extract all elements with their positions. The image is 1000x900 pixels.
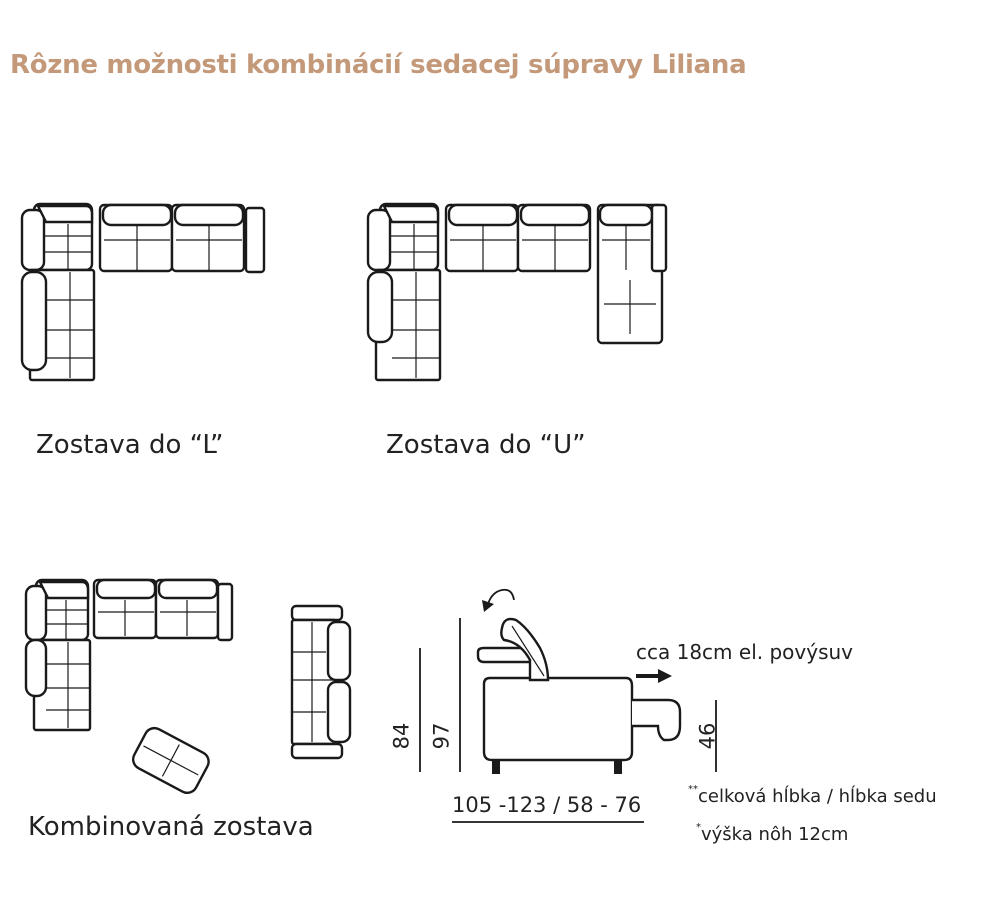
dimension-46: 46	[695, 722, 720, 750]
page-title: Rôzne možnosti kombinácií sedacej súprav…	[10, 50, 747, 80]
depth-dimension: 105 -123 / 58 - 76	[452, 793, 642, 817]
sofa-combo-arrangement	[24, 578, 352, 795]
footnote-depth: **celková hĺbka / hĺbka sedu	[688, 784, 937, 807]
sofa-l-arrangement	[20, 202, 266, 382]
label-l-arrangement: Zostava do “L”	[36, 430, 224, 460]
extension-note: cca 18cm el. povýsuv	[636, 640, 854, 664]
footnote-depth-mark: **	[688, 784, 698, 795]
dimension-84: 84	[389, 722, 414, 750]
footnote-legs: *výška nôh 12cm	[696, 822, 849, 845]
sofa-u-arrangement	[366, 202, 668, 382]
footnote-legs-mark: *	[696, 822, 701, 833]
sofa-side-profile	[419, 588, 717, 823]
footnote-depth-text: celková hĺbka / hĺbka sedu	[698, 786, 937, 807]
label-u-arrangement: Zostava do “U”	[386, 430, 586, 460]
footnote-legs-text: výška nôh 12cm	[701, 824, 849, 845]
label-combo-arrangement: Kombinovaná zostava	[28, 812, 314, 842]
dimension-97: 97	[429, 722, 454, 750]
